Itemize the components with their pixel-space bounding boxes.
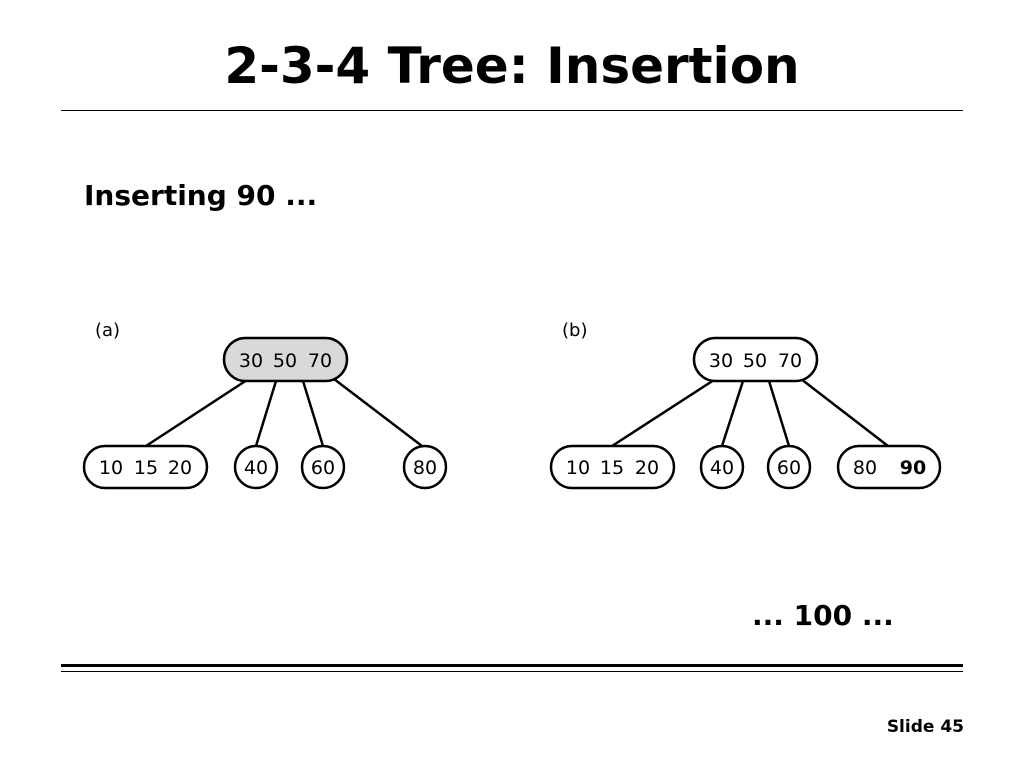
panel-a-edge-2 [254,380,278,447]
panel-b-child-2-shape [699,444,745,490]
footer-divider-thick [61,664,963,667]
panel-a-child-1-key-3: 20 [168,457,192,479]
panel-a-child-1-key-2: 15 [134,457,158,479]
panel-a-edge-4 [333,378,423,447]
panel-b-child-2: 40 [699,444,745,490]
panel-a-child-4: 80 [402,444,448,490]
title-divider [61,110,963,111]
panel-b-root-node: 30 50 70 [692,336,819,383]
panel-b-child-1-shape [549,444,676,490]
panel-b-child-1-key-3: 20 [635,457,659,479]
panel-b-edge-2 [720,380,745,447]
panel-b-root-key-3: 70 [778,350,802,372]
panel-b-child-2-key: 40 [710,457,734,479]
panel-a-child-2-shape [233,444,279,490]
panel-b: (b) 30 50 70 10 15 20 40 60 [549,320,942,490]
panel-b-label: (b) [562,320,587,341]
panel-b-edge-1 [611,378,715,448]
panel-a-child-3-shape [300,444,346,490]
panel-b-edges [611,378,889,448]
panel-a-child-3: 60 [300,444,346,490]
panel-a-child-2: 40 [233,444,279,490]
panel-b-child-1: 10 15 20 [549,444,676,490]
panel-b-child-3-shape [766,444,812,490]
panel-b-edge-4 [800,378,889,447]
panel-a-edges [145,378,423,448]
panel-a-label: (a) [95,320,120,341]
panel-a-child-1: 10 15 20 [82,444,209,490]
panel-b-child-3: 60 [766,444,812,490]
slide-title: 2-3-4 Tree: Insertion [224,37,800,95]
slide-number: Slide 45 [886,717,964,737]
panel-a-child-4-key: 80 [413,457,437,479]
panel-b-child-4-key: 80 [853,457,877,479]
panel-b-child-4-inserted-key: 90 [900,457,926,479]
panel-a-child-3-key: 60 [311,457,335,479]
panel-a-child-2-key: 40 [244,457,268,479]
continuation-note: ... 100 ... [752,599,894,632]
panel-a: (a) 30 50 70 10 15 20 40 60 [82,320,448,490]
panel-b-child-1-key-2: 15 [600,457,624,479]
panel-a-edge-3 [301,380,325,447]
panel-b-child-4: 80 90 [836,444,942,490]
panel-b-root-shape [692,336,819,383]
panel-a-root-node: 30 50 70 [222,336,349,383]
panel-a-child-1-key-1: 10 [99,457,123,479]
panel-a-child-1-shape [82,444,209,490]
panel-b-edge-3 [767,380,791,447]
panel-a-root-shape [222,336,349,383]
slide-subheading: Inserting 90 ... [84,179,318,212]
panel-a-root-key-1: 30 [239,350,263,372]
panel-a-root-key-3: 70 [308,350,332,372]
panel-b-child-4-shape [836,444,942,490]
panel-a-child-4-shape [402,444,448,490]
panel-a-root-key-2: 50 [273,350,297,372]
panel-b-child-3-key: 60 [777,457,801,479]
panel-b-child-1-key-1: 10 [566,457,590,479]
panel-b-root-key-1: 30 [709,350,733,372]
panel-b-root-key-2: 50 [743,350,767,372]
footer-divider-thin [61,671,963,672]
panel-a-edge-1 [145,378,248,448]
